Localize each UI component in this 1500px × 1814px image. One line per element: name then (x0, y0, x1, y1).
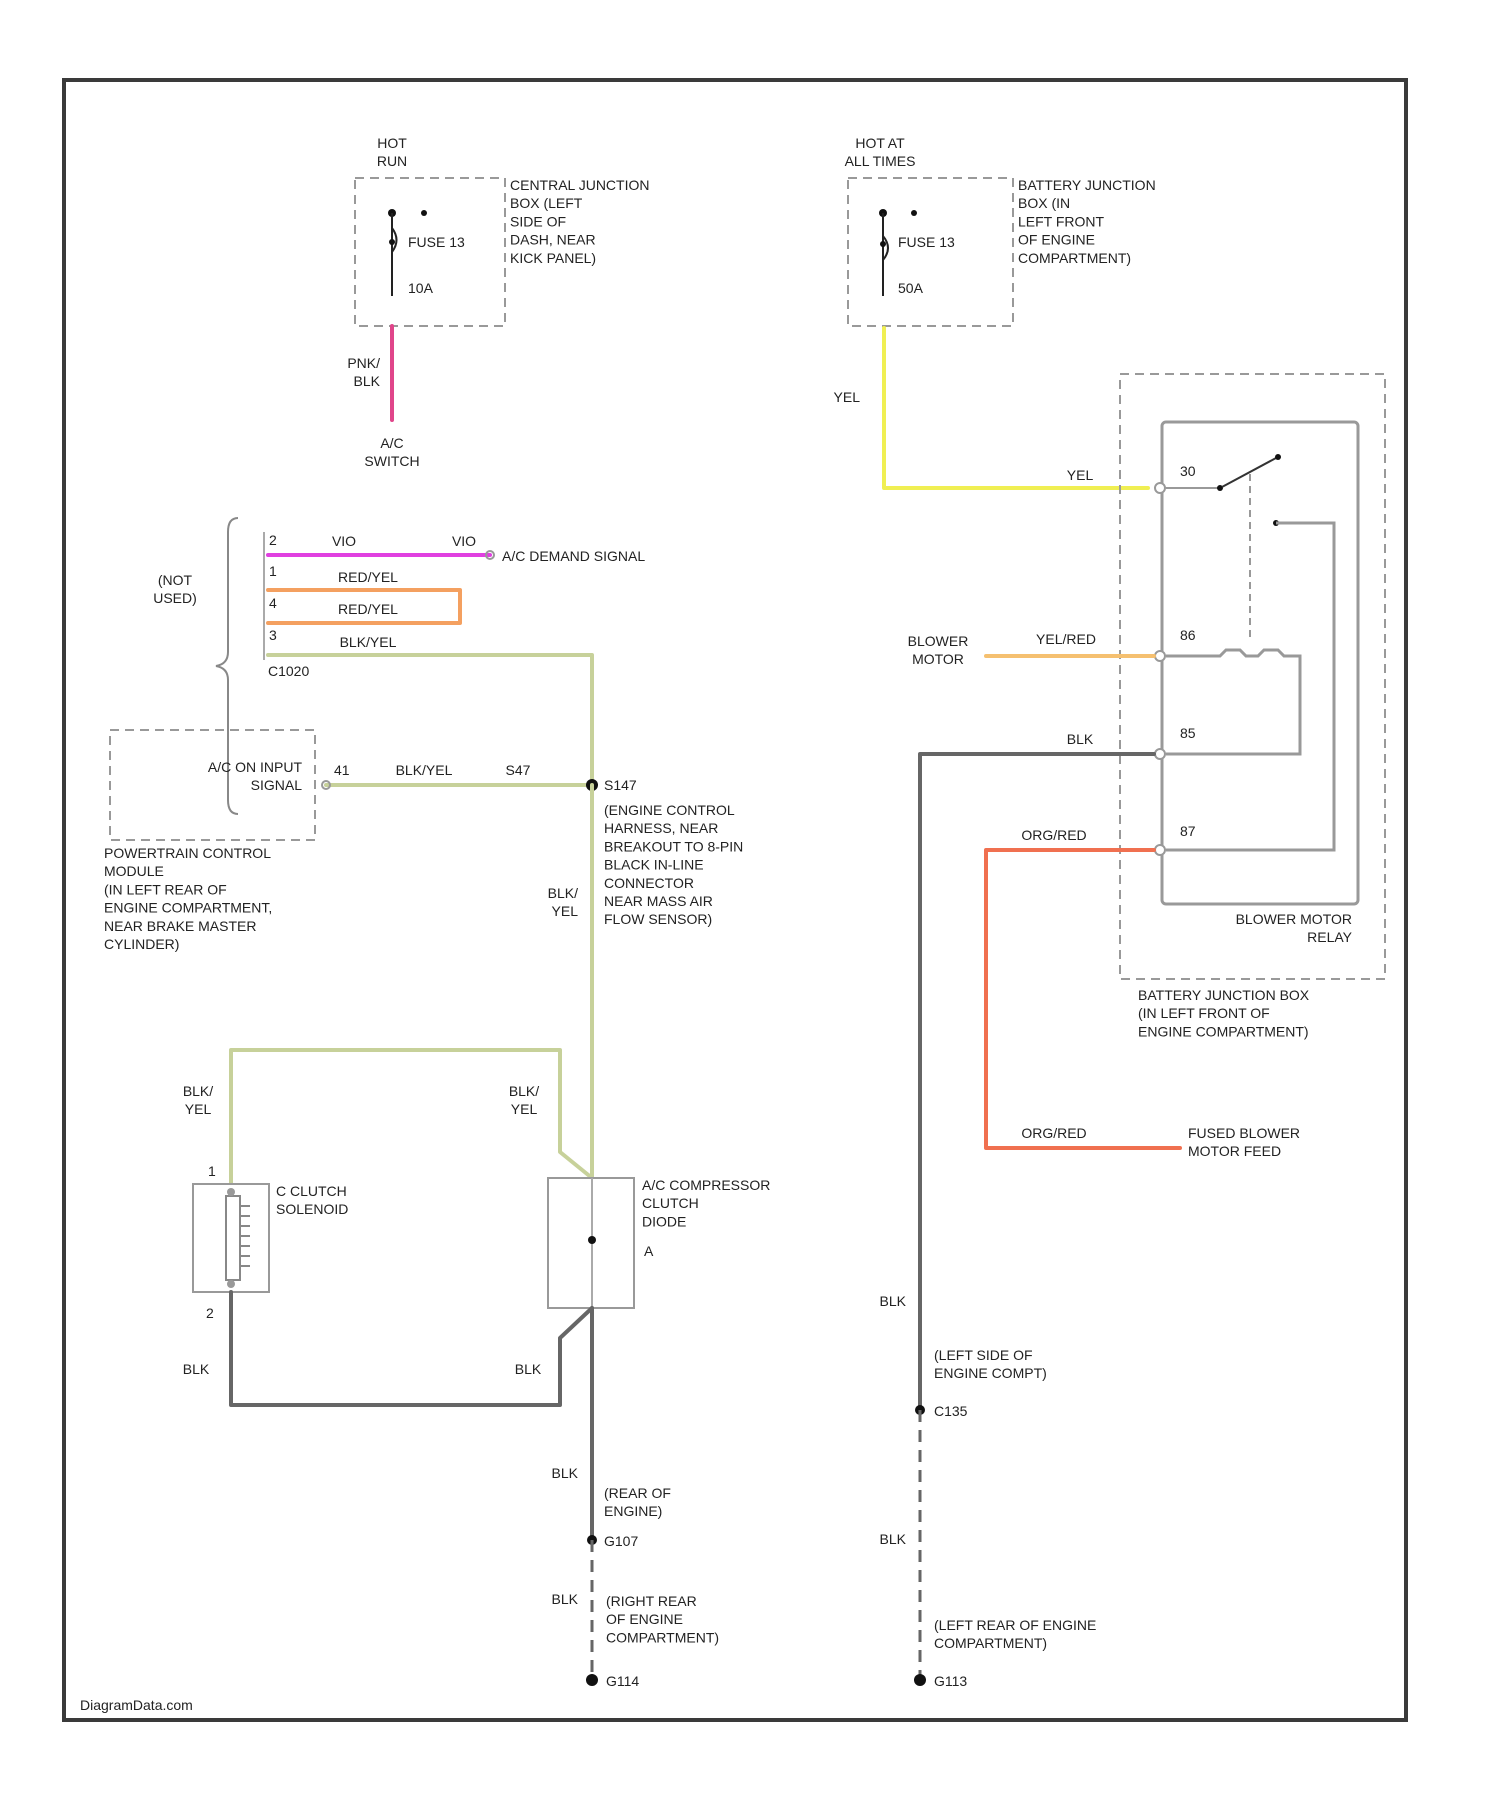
diode-letter: A (644, 1243, 654, 1259)
pcm-wire-label: BLK/YEL (396, 762, 453, 778)
clutch-pin-1: 1 (208, 1163, 216, 1179)
yel-label-vertical: YEL (834, 389, 861, 405)
diode-blk-label: BLK (515, 1361, 542, 1377)
relay-pin-86: 86 (1180, 627, 1196, 643)
clutch-pin-2: 2 (206, 1305, 214, 1321)
relay-pin-87: 87 (1180, 823, 1196, 839)
vio-label-1: VIO (332, 533, 356, 549)
g114-wire-label: BLK (552, 1591, 579, 1607)
blk-relay-label: BLK (1067, 731, 1094, 747)
vio-label-2: VIO (452, 533, 476, 549)
g113-dot (914, 1674, 926, 1686)
g107-name: G107 (604, 1533, 638, 1549)
org-red-label-2: ORG/RED (1021, 1125, 1086, 1141)
relay-pin-30: 30 (1180, 463, 1196, 479)
pin-1: 1 (269, 563, 277, 579)
pcm-pin-41: 41 (334, 762, 350, 778)
splice-s147-name: S147 (604, 777, 637, 793)
relay-pin-85: 85 (1180, 725, 1196, 741)
yel-red-label: YEL/RED (1036, 631, 1096, 647)
ac-demand-signal: A/C DEMAND SIGNAL (502, 548, 645, 564)
c1020-name: C1020 (268, 663, 309, 679)
pin-2: 2 (269, 532, 277, 548)
pcm-wire-pin: S47 (506, 762, 531, 778)
g114-dot (586, 1674, 598, 1686)
fuse-rating-right: 50A (898, 280, 924, 296)
red-yel-label-2: RED/YEL (338, 601, 398, 617)
fuse-13-label: FUSE 13 (408, 234, 465, 250)
pin-4: 4 (269, 595, 277, 611)
red-yel-label-1: RED/YEL (338, 569, 398, 585)
fuse-13-label-right: FUSE 13 (898, 234, 955, 250)
c135-wire-label: BLK (880, 1293, 907, 1309)
c135-name: C135 (934, 1403, 968, 1419)
g113-wire-label: BLK (880, 1531, 907, 1547)
blk-yel-label-c1020: BLK/YEL (340, 634, 397, 650)
pin-3: 3 (269, 627, 277, 643)
g114-name: G114 (606, 1673, 639, 1689)
org-red-label-1: ORG/RED (1021, 827, 1086, 843)
yel-label-horizontal: YEL (1067, 467, 1094, 483)
clutch-blk-label: BLK (183, 1361, 210, 1377)
fuse-rating: 10A (408, 280, 434, 296)
watermark: DiagramData.com (80, 1697, 193, 1713)
g113-name: G113 (934, 1673, 967, 1689)
g107-wire-label: BLK (552, 1465, 579, 1481)
